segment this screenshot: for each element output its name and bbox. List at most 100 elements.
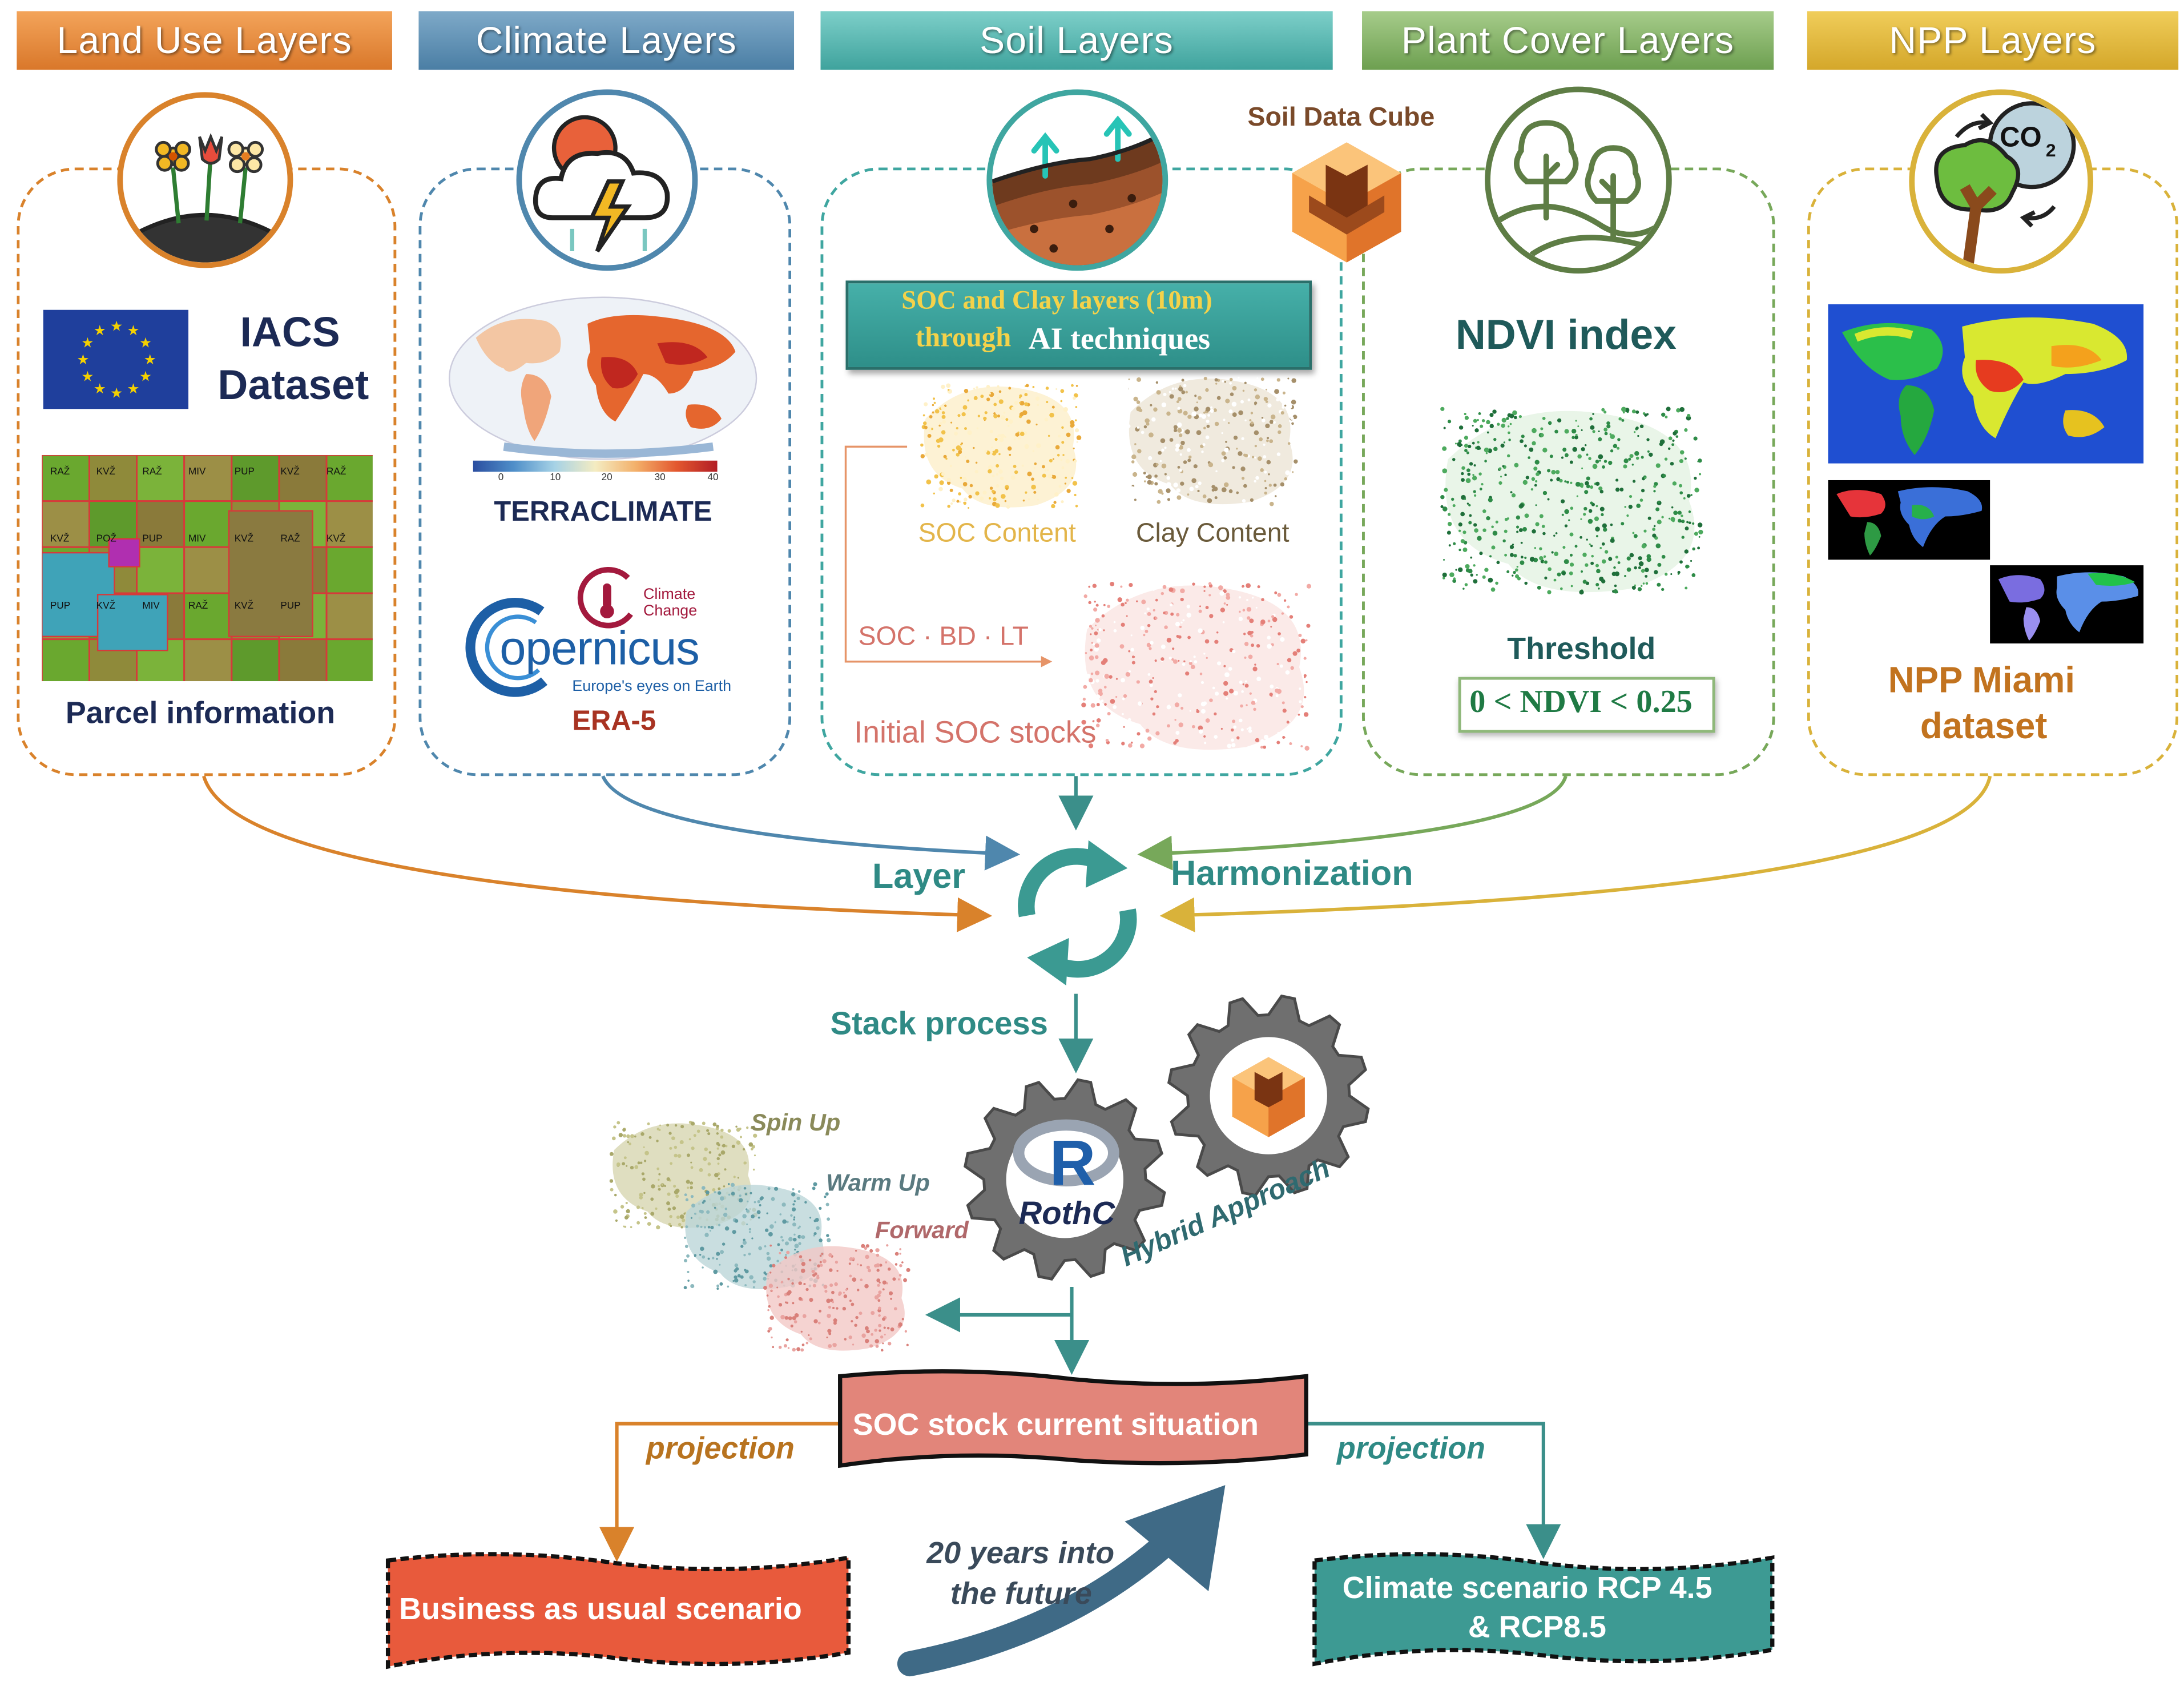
stack-map-speck bbox=[867, 1269, 871, 1273]
map-speck bbox=[1246, 728, 1248, 730]
stack-map-speck bbox=[706, 1210, 710, 1214]
map-speck bbox=[1629, 553, 1634, 558]
map-speck bbox=[967, 399, 969, 402]
map-speck bbox=[1183, 384, 1187, 388]
map-speck bbox=[1128, 650, 1131, 653]
map-speck bbox=[1181, 379, 1184, 382]
map-speck bbox=[1570, 506, 1574, 510]
map-speck bbox=[926, 479, 932, 485]
map-speck bbox=[1147, 474, 1152, 480]
map-speck bbox=[1278, 632, 1281, 635]
map-speck bbox=[1613, 444, 1618, 448]
stack-map-speck bbox=[716, 1124, 719, 1128]
map-speck bbox=[1569, 562, 1574, 567]
map-speck bbox=[956, 427, 958, 430]
map-speck bbox=[1213, 408, 1217, 412]
parcel-label: RAŽ bbox=[327, 466, 346, 477]
map-speck bbox=[1473, 579, 1478, 584]
stack-map-speck bbox=[768, 1232, 773, 1237]
stack-map-speck bbox=[766, 1252, 770, 1256]
map-speck bbox=[989, 392, 991, 395]
map-speck bbox=[1197, 489, 1200, 492]
stack-map-speck bbox=[774, 1221, 776, 1224]
stack-map-speck bbox=[864, 1283, 869, 1289]
stack-map-speck bbox=[894, 1252, 899, 1256]
map-speck bbox=[1672, 481, 1677, 486]
map-speck bbox=[1594, 516, 1599, 521]
map-speck bbox=[1025, 384, 1029, 388]
map-speck bbox=[1520, 439, 1524, 444]
map-speck bbox=[1155, 617, 1158, 620]
stack-map-speck bbox=[701, 1186, 706, 1190]
map-speck bbox=[1564, 559, 1569, 564]
stack-map-speck bbox=[625, 1201, 628, 1205]
map-speck bbox=[1227, 422, 1230, 424]
stack-map-speck bbox=[716, 1258, 718, 1260]
stack-map-speck bbox=[788, 1237, 793, 1242]
map-speck bbox=[1005, 488, 1009, 490]
map-speck bbox=[930, 428, 933, 430]
map-speck bbox=[1131, 460, 1135, 464]
map-speck bbox=[1453, 542, 1456, 545]
stack-map-speck bbox=[661, 1184, 663, 1186]
map-speck bbox=[994, 438, 998, 441]
map-speck bbox=[1489, 555, 1492, 558]
threshold-box bbox=[1458, 677, 1715, 733]
map-speck bbox=[1246, 583, 1251, 589]
map-speck bbox=[1303, 657, 1307, 660]
stack-map-speck bbox=[787, 1347, 790, 1349]
map-speck bbox=[1693, 436, 1698, 441]
map-speck bbox=[933, 401, 936, 404]
map-speck bbox=[1579, 590, 1584, 595]
map-speck bbox=[1468, 521, 1472, 525]
stack-map-speck bbox=[739, 1194, 742, 1197]
stack-map-speck bbox=[869, 1249, 873, 1253]
stack-map-speck bbox=[706, 1129, 710, 1132]
stack-map-speck bbox=[640, 1132, 644, 1136]
clay-content-label: Clay Content bbox=[1135, 519, 1290, 549]
stack-map-speck bbox=[768, 1283, 773, 1288]
map-speck bbox=[1500, 476, 1502, 478]
stack-map-speck bbox=[788, 1316, 792, 1321]
map-speck bbox=[962, 405, 968, 410]
map-speck bbox=[1221, 487, 1227, 493]
map-speck bbox=[1524, 581, 1528, 585]
stack-map-speck bbox=[793, 1218, 795, 1221]
stack-map-speck bbox=[718, 1187, 721, 1190]
stack-map-speck bbox=[857, 1289, 860, 1291]
map-speck bbox=[1095, 723, 1100, 727]
map-speck bbox=[1238, 410, 1243, 416]
map-speck bbox=[1586, 453, 1589, 456]
map-speck bbox=[1161, 402, 1167, 408]
parcel-highlight bbox=[108, 538, 140, 568]
map-speck bbox=[1502, 539, 1506, 543]
map-speck bbox=[1305, 639, 1308, 642]
map-speck bbox=[1690, 494, 1693, 496]
stack-map-speck bbox=[743, 1186, 747, 1190]
map-speck bbox=[1144, 612, 1146, 615]
stack-map-speck bbox=[827, 1217, 831, 1221]
stack-map-speck bbox=[809, 1337, 812, 1341]
map-speck bbox=[1646, 557, 1651, 562]
map-speck bbox=[1141, 584, 1143, 587]
stack-map-speck bbox=[828, 1305, 832, 1309]
map-speck bbox=[1061, 441, 1065, 444]
stack-map-speck bbox=[785, 1338, 789, 1342]
map-speck bbox=[1513, 570, 1516, 574]
map-speck bbox=[1177, 407, 1180, 410]
map-speck bbox=[1007, 424, 1010, 427]
stack-map-speck bbox=[616, 1121, 620, 1125]
map-speck bbox=[1158, 450, 1162, 455]
map-speck bbox=[1645, 582, 1649, 585]
map-speck bbox=[1246, 599, 1248, 601]
stack-map-speck bbox=[777, 1295, 780, 1298]
map-speck bbox=[1090, 649, 1093, 651]
map-speck bbox=[1143, 472, 1146, 475]
map-speck bbox=[1025, 491, 1027, 494]
map-speck bbox=[1290, 416, 1294, 420]
map-speck bbox=[1679, 491, 1683, 495]
map-speck bbox=[1542, 561, 1545, 564]
map-speck bbox=[1587, 518, 1593, 524]
stack-map-speck bbox=[874, 1329, 877, 1332]
map-speck bbox=[1645, 569, 1647, 572]
